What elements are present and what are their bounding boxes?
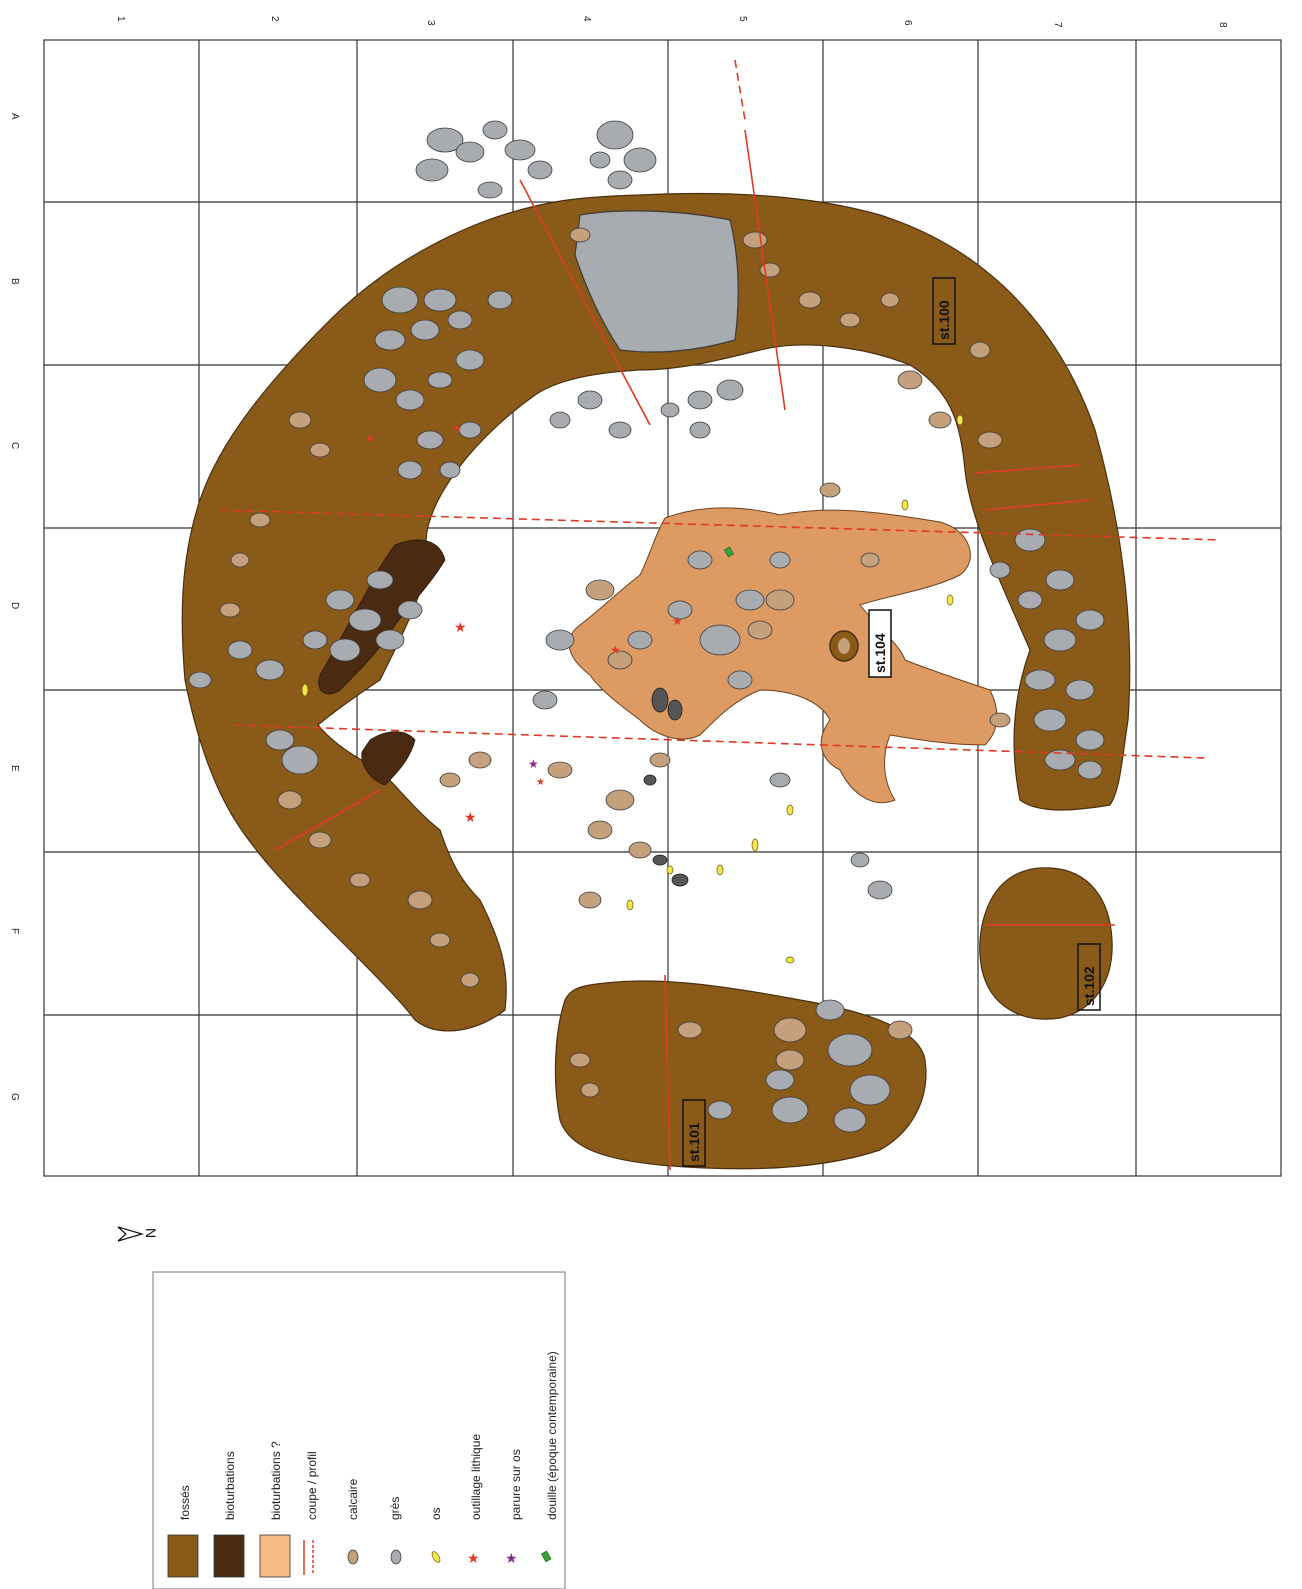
col-label-6: 6 (902, 20, 913, 26)
label-st104: st.104 (868, 609, 892, 678)
limestone-blocks (219, 227, 1011, 1098)
legend-label-douille: douille (époque contemporaine) (545, 1351, 559, 1520)
lithic-star-6: ★ (452, 422, 462, 435)
grid-column-labels: 1 2 3 4 5 6 7 8 (115, 16, 1228, 28)
label-st100-text: st.100 (936, 300, 952, 340)
legend-swatch-calcaire (347, 1549, 359, 1565)
col-label-7: 7 (1052, 22, 1063, 28)
label-st100: st.100 (932, 277, 956, 345)
row-label-g: G (9, 1093, 20, 1101)
legend-swatch-os (431, 1551, 441, 1563)
bone-ornament-star: ★ (528, 757, 539, 771)
label-st101-text: st.101 (686, 1122, 702, 1162)
lithic-star-4: ★ (672, 614, 683, 628)
legend: ★ ★ fossés bioturbations bioturbations ?… (152, 1271, 566, 1589)
row-label-d: D (9, 602, 20, 609)
section-lines (219, 59, 1221, 1171)
col-label-3: 3 (425, 20, 436, 26)
col-label-4: 4 (581, 16, 592, 22)
legend-label-parure: parure sur os (509, 1449, 523, 1520)
legend-swatch-bioturbations (213, 1534, 245, 1578)
legend-swatch-gres (390, 1549, 402, 1565)
col-label-8: 8 (1217, 22, 1228, 28)
legend-label-bioturbations: bioturbations (223, 1451, 237, 1520)
lithic-star-7: ★ (536, 777, 545, 788)
row-label-f: F (9, 928, 20, 934)
col-label-1: 1 (115, 16, 126, 22)
north-arrow-icon: N (117, 1226, 159, 1242)
row-label-c: C (9, 442, 20, 449)
bone-finds (301, 414, 964, 964)
legend-swatch-fosses (167, 1534, 199, 1578)
lithic-star-1: ★ (454, 620, 467, 636)
lithic-star-5: ★ (365, 432, 375, 445)
cartridge-find (723, 546, 735, 558)
col-label-5: 5 (737, 16, 748, 22)
legend-swatch-outillage: ★ (467, 1551, 480, 1567)
dark-stones (643, 687, 689, 887)
legend-label-outillage: outillage lithique (469, 1434, 483, 1520)
row-label-b: B (9, 278, 20, 285)
label-st102: st.102 (1077, 943, 1101, 1011)
legend-label-gres: grès (388, 1497, 402, 1520)
lithic-star-3: ★ (610, 643, 621, 657)
label-st104-text: st.104 (872, 633, 888, 673)
sandstone-blocks (188, 120, 1105, 1133)
col-label-2: 2 (269, 16, 280, 22)
legend-swatch-bioturbations-q (259, 1534, 291, 1578)
small-pit-core (838, 638, 850, 654)
ditch-st101 (554, 980, 927, 1170)
legend-label-coupe: coupe / profil (305, 1451, 319, 1520)
grid-row-labels: A B C D E F G (9, 113, 20, 1101)
legend-label-calcaire: calcaire (346, 1478, 360, 1520)
legend-swatch-douille (540, 1550, 552, 1563)
legend-label-fosses: fossés (178, 1485, 192, 1520)
label-st102-text: st.102 (1081, 966, 1097, 1006)
lithic-star-2: ★ (464, 810, 477, 826)
row-label-e: E (9, 765, 20, 772)
large-sandstone-slab (574, 210, 739, 353)
row-label-a: A (9, 113, 20, 120)
zone-st104 (568, 507, 998, 804)
north-label: N (143, 1228, 159, 1238)
lithic-tool-finds: ★ ★ ★ ★ ★ ★ ★ (365, 422, 683, 826)
bioturbation-patch-2 (361, 731, 416, 786)
legend-label-bioturbations-q: bioturbations ? (269, 1441, 283, 1520)
pit-st102 (979, 867, 1113, 1020)
label-st101: st.101 (682, 1099, 706, 1167)
legend-swatch-parure: ★ (505, 1551, 518, 1567)
legend-label-os: os (429, 1507, 443, 1520)
